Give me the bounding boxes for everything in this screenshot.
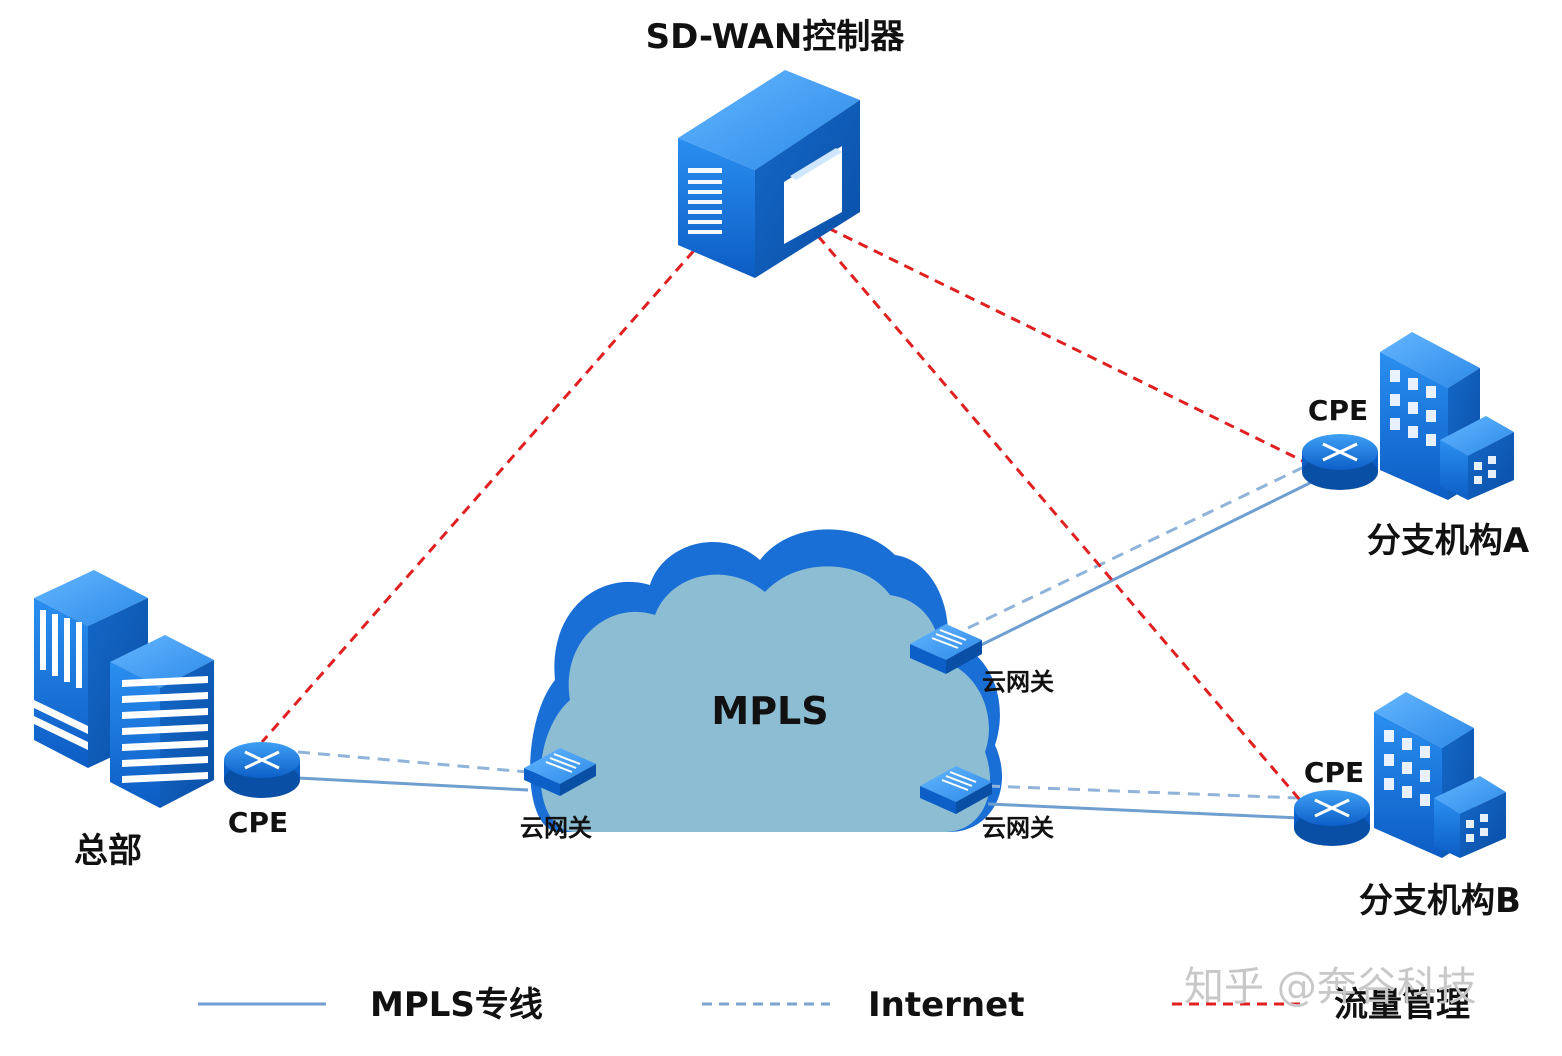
router-icon [1294,790,1370,846]
sdwan-controller: SD-WAN控制器 [646,17,906,278]
router-icon [1302,434,1378,490]
management-links [260,226,1306,801]
gateway-2-label: 云网关 [982,668,1054,696]
gateway-icon [910,624,982,674]
cloud-body-shape [540,566,991,832]
legend-label-internet: Internet [868,985,1024,1025]
router-icon [224,742,300,798]
internet-link-hq [297,750,529,774]
building-a-icon [1380,332,1514,500]
watermark: 知乎 @奔谷科技 [1184,964,1477,1010]
cpe-router-branch-a: CPE [1302,394,1378,490]
mpls-link-hq [297,776,529,792]
legend: MPLS专线 Internet 流量管理 [198,985,1470,1025]
mgmt-link-hq [260,237,707,743]
branch-a-site: 分支机构A [1367,332,1530,561]
mpls-cloud: MPLS [530,529,1003,832]
mgmt-link-branch-a [827,226,1306,464]
mpls-link-branch-a [974,476,1321,650]
gateway-3-label: 云网关 [982,814,1054,842]
branch-a-label: 分支机构A [1367,521,1530,561]
gateway-icon [920,766,992,814]
branch-b-label: 分支机构B [1359,881,1521,921]
legend-item-management: 流量管理 [1172,985,1470,1025]
mpls-links [297,476,1321,820]
gateway-1-label: 云网关 [520,814,592,842]
cpe-hq-label: CPE [228,806,288,839]
legend-item-internet: Internet [702,985,1024,1025]
cpe-branch-a-label: CPE [1308,394,1368,427]
mgmt-link-branch-b [816,235,1302,801]
controller-title: SD-WAN控制器 [646,17,906,57]
cpe-branch-b-label: CPE [1304,756,1364,789]
cloud-label: MPLS [711,689,828,733]
gateway-branch-b-side: 云网关 [920,766,1054,842]
gateway-icon [524,748,596,796]
internet-link-branch-b [987,784,1299,800]
branch-b-site: 分支机构B [1359,692,1521,921]
internet-link-branch-a [967,463,1309,630]
legend-item-mpls: MPLS专线 [198,985,543,1025]
gateway-hq-side: 云网关 [520,748,596,842]
hq-server-front-icon [110,635,214,808]
building-b-icon [1374,692,1506,858]
legend-label-management: 流量管理 [1334,985,1470,1025]
hq-label: 总部 [74,831,142,871]
gateway-branch-a-side: 云网关 [910,624,1054,696]
internet-links [297,463,1309,800]
cpe-router-hq: CPE [224,742,300,839]
server-icon [678,70,860,278]
legend-label-mpls: MPLS专线 [370,985,543,1025]
hq-server-back-icon [34,570,148,768]
hq-site: 总部 [34,570,214,871]
cpe-router-branch-b: CPE [1294,756,1370,846]
mpls-link-branch-b [987,802,1301,820]
